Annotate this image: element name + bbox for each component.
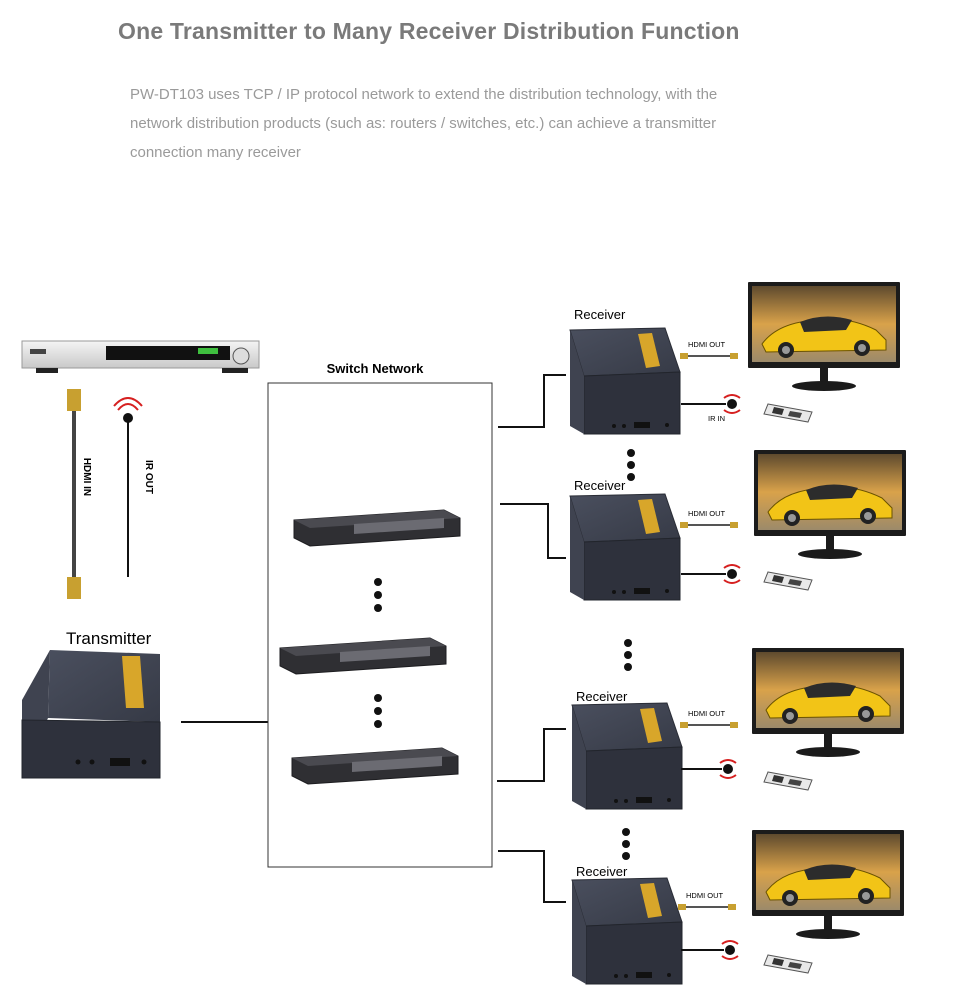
- hdmi-out-label-1: HDMI OUT: [688, 340, 725, 349]
- transmitter-label: Transmitter: [66, 629, 152, 648]
- remote-1: [763, 403, 813, 423]
- hdmi-out-label-4: HDMI OUT: [686, 891, 723, 900]
- description-line-3: connection many receiver: [130, 144, 301, 161]
- ir-out-label: IR OUT: [143, 460, 154, 494]
- page-title: One Transmitter to Many Receiver Distrib…: [118, 18, 740, 44]
- hdmi-in-cable: [67, 389, 81, 599]
- dvd-player: [21, 340, 260, 373]
- transmitter-device: [21, 650, 161, 779]
- monitor-2: [753, 449, 907, 560]
- ir-in-4: [681, 940, 739, 960]
- receiver-4: Receiver: [571, 864, 683, 985]
- switch-network-box: [267, 382, 493, 868]
- hdmi-in-label: HDMI IN: [81, 458, 92, 496]
- hdmi-out-2: HDMI OUT: [679, 509, 739, 529]
- switch-network-label: Switch Network: [327, 361, 425, 376]
- receiver-2: Receiver: [569, 478, 681, 601]
- network-links: [497, 374, 566, 903]
- network-switch-2: [279, 637, 447, 675]
- ir-in-1: IR IN: [681, 394, 741, 423]
- ir-in-label: IR IN: [708, 414, 725, 423]
- remote-2: [763, 571, 813, 591]
- ir-out-cable: [113, 397, 143, 577]
- hdmi-out-4: HDMI OUT: [677, 891, 737, 911]
- receiver-label-1: Receiver: [574, 307, 626, 322]
- receiver-label-2: Receiver: [574, 478, 626, 493]
- receiver-label-3: Receiver: [576, 689, 628, 704]
- description-line-1: PW-DT103 uses TCP / IP protocol network …: [130, 86, 718, 103]
- ir-in-2: [681, 564, 741, 584]
- ellipsis-dots: [374, 578, 382, 728]
- receiver-dots: [622, 449, 635, 860]
- receiver-1: Receiver: [569, 307, 681, 435]
- description-line-2: network distribution products (such as: …: [130, 115, 717, 132]
- receiver-3: Receiver: [571, 689, 683, 810]
- description: PW-DT103 uses TCP / IP protocol network …: [130, 80, 790, 167]
- monitor-3: [751, 647, 905, 758]
- hdmi-out-label-2: HDMI OUT: [688, 509, 725, 518]
- hdmi-out-1: HDMI OUT: [679, 340, 739, 360]
- monitor-1: [747, 281, 901, 392]
- remote-3: [763, 771, 813, 791]
- network-switch-3: [291, 747, 459, 785]
- remote-4: [763, 954, 813, 974]
- monitor-4: [751, 829, 905, 940]
- receiver-label-4: Receiver: [576, 864, 628, 879]
- hdmi-out-label-3: HDMI OUT: [688, 709, 725, 718]
- network-switch-1: [293, 509, 461, 547]
- hdmi-out-3: HDMI OUT: [679, 709, 739, 729]
- ir-in-3: [681, 759, 737, 779]
